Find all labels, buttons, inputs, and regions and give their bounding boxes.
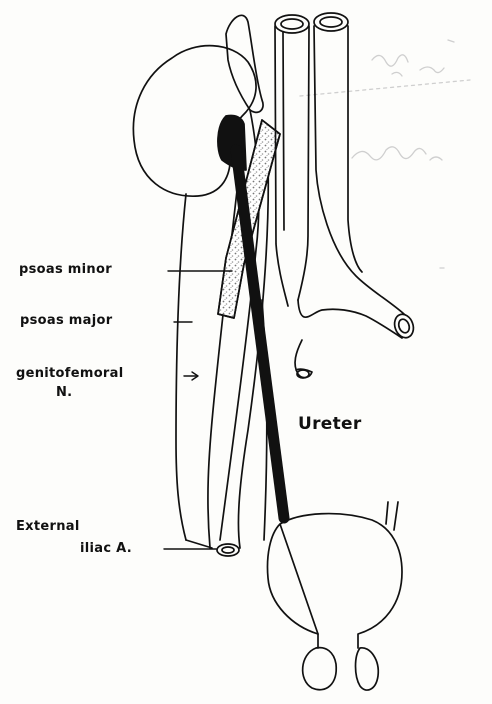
label-ureter: Ureter	[298, 414, 362, 434]
psoas-major-muscle	[176, 194, 186, 540]
label-psoas-major: psoas major	[20, 313, 112, 328]
label-iliac-a: iliac A.	[80, 541, 132, 556]
aorta	[275, 15, 309, 306]
vena-cava	[298, 13, 404, 338]
bladder	[268, 514, 403, 648]
label-psoas-minor: psoas minor	[19, 262, 112, 277]
external-iliac-artery-end	[217, 544, 239, 556]
seminal-vesicle-right	[356, 648, 379, 690]
label-genitofemoral: genitofemoral	[16, 366, 123, 381]
seminal-vesicle-left	[303, 648, 337, 690]
label-external: External	[16, 519, 80, 534]
label-genitofemoral-n: N.	[56, 385, 72, 400]
iliac-vessel-stub	[391, 312, 416, 341]
faint-scribble	[300, 40, 470, 268]
adrenal-gland	[226, 15, 263, 112]
